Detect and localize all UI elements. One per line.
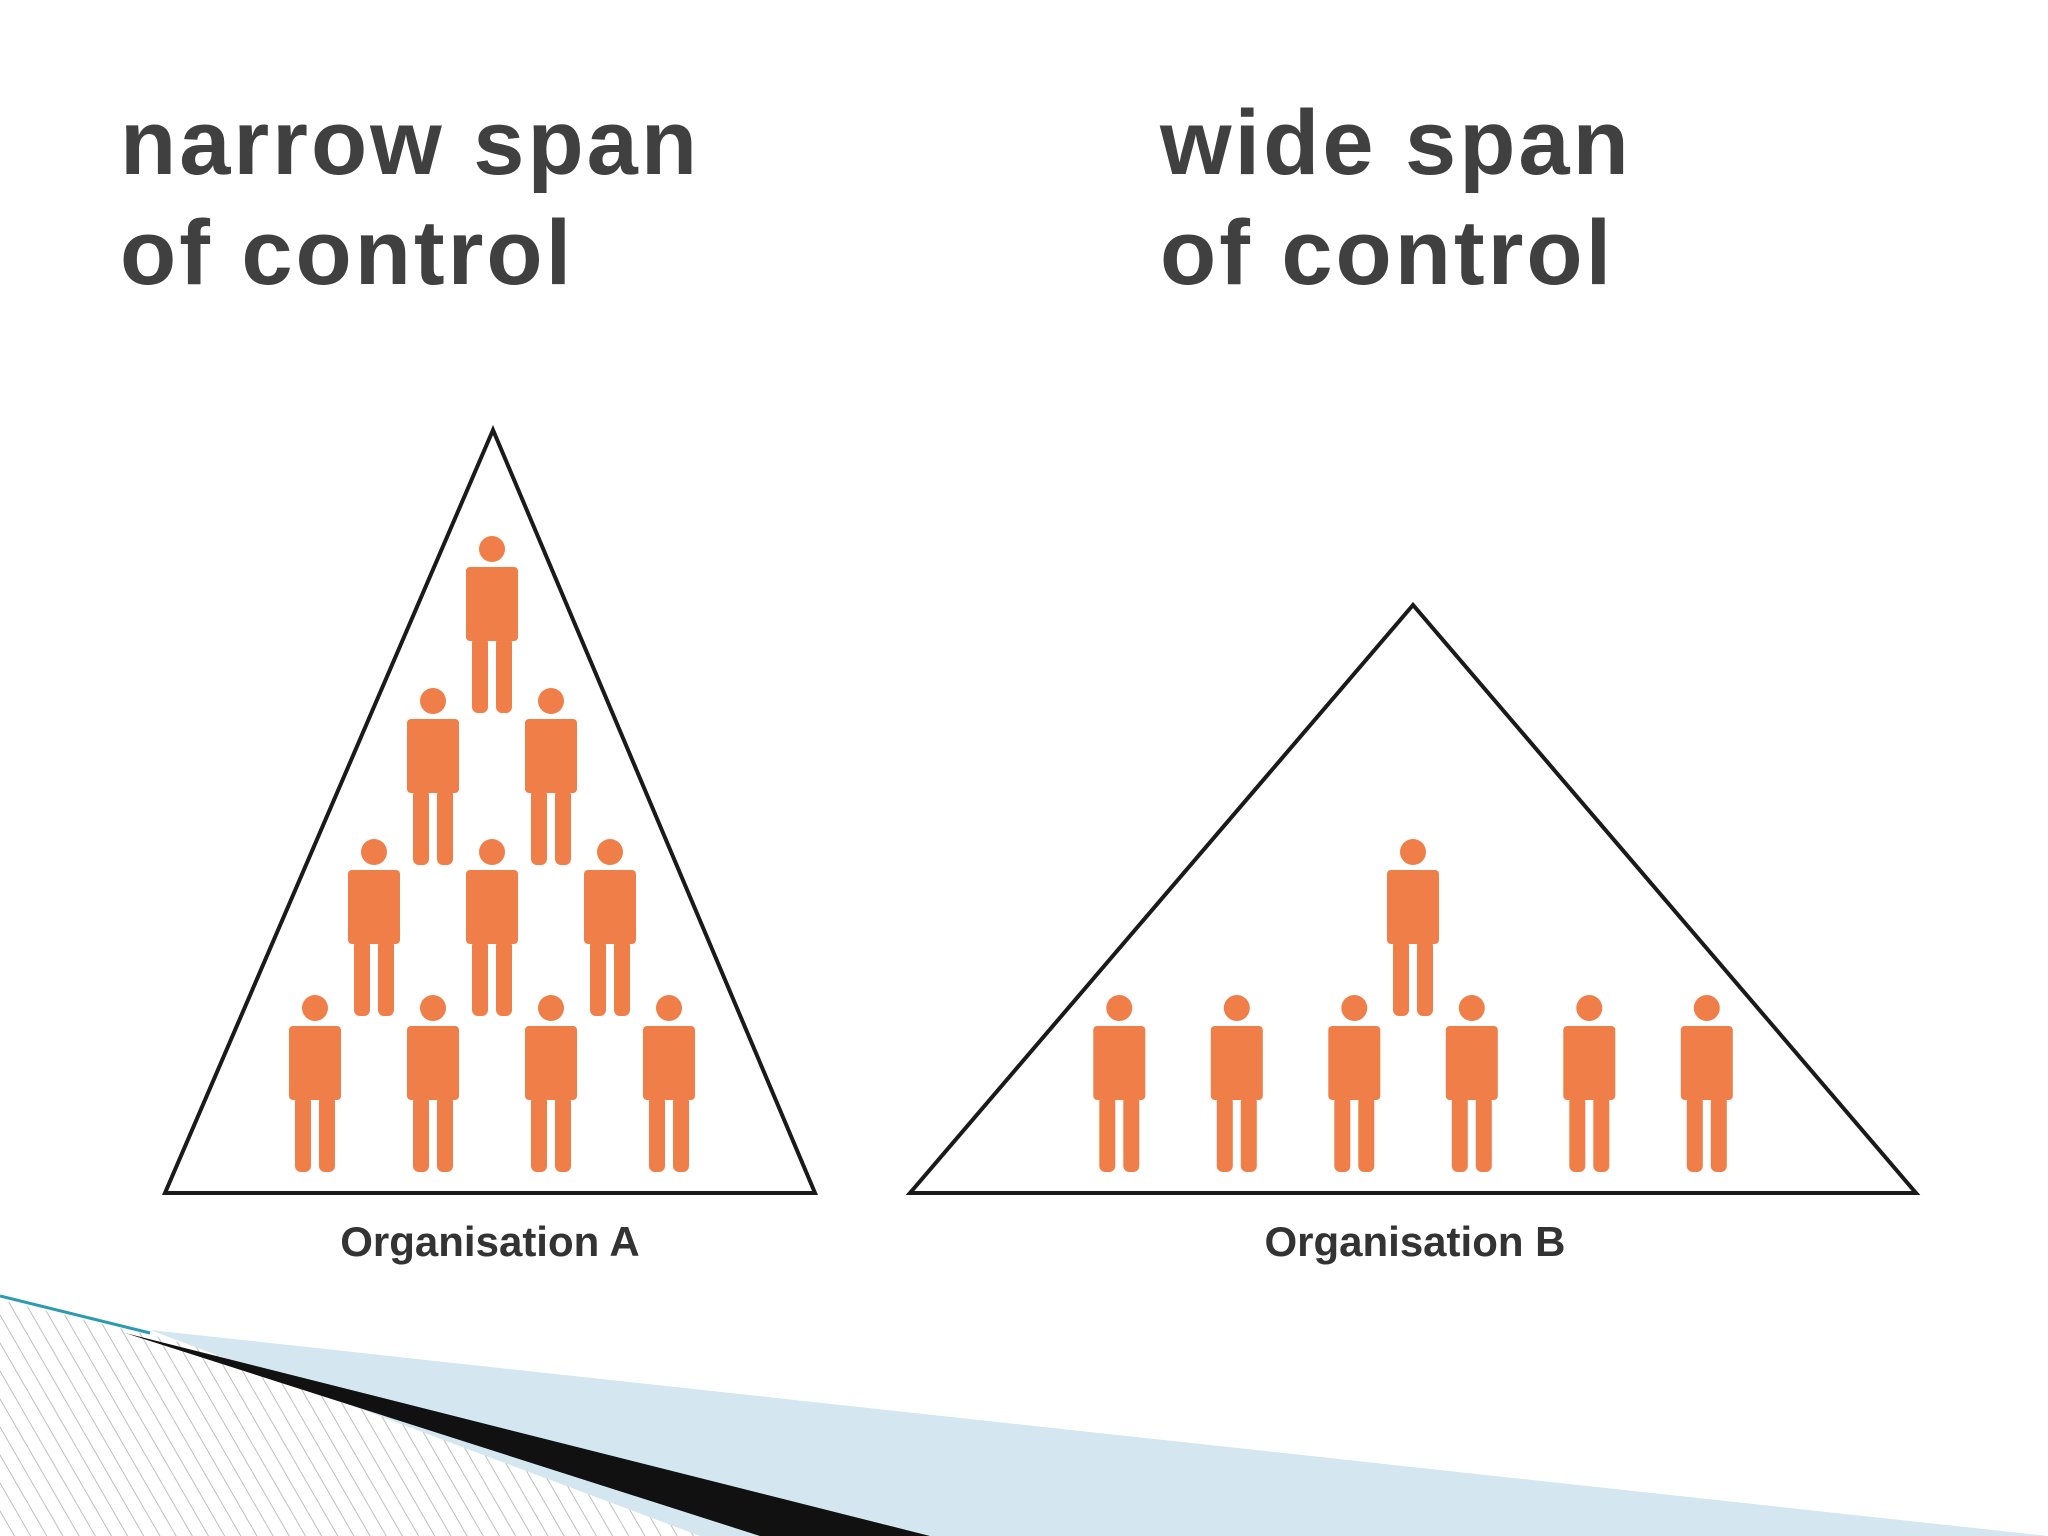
- person-icon: [1387, 839, 1439, 1016]
- organisation-a-pyramid: Organisation A: [161, 424, 819, 1265]
- person-icon: [466, 536, 518, 713]
- person-icon: [1680, 995, 1733, 1172]
- heading-narrow-line2: of control: [120, 202, 575, 304]
- heading-wide-line2: of control: [1160, 202, 1615, 304]
- people-group-b: [1093, 839, 1733, 1172]
- person-icon: [1328, 995, 1381, 1172]
- person-icon: [1093, 995, 1146, 1172]
- person-icon: [1445, 995, 1498, 1172]
- person-icon: [525, 688, 577, 865]
- person-icon: [348, 839, 400, 1016]
- person-icon: [466, 839, 518, 1016]
- organisation-a-label: Organisation A: [340, 1218, 639, 1265]
- organisation-b-pyramid: Organisation B: [905, 601, 1921, 1265]
- people-group-a: [289, 536, 695, 1172]
- triangle-outline-a: [161, 424, 819, 1195]
- heading-wide-span: wide span of control: [1160, 88, 1632, 308]
- person-icon: [407, 995, 459, 1172]
- person-icon: [1210, 995, 1263, 1172]
- heading-narrow-line1: narrow span: [120, 92, 701, 194]
- person-icon: [289, 995, 341, 1172]
- person-icon: [525, 995, 577, 1172]
- footer-dark-swoosh: [125, 1333, 930, 1536]
- person-icon: [584, 839, 636, 1016]
- person-icon: [643, 995, 695, 1172]
- footer-teal-line: [0, 1294, 151, 1335]
- heading-wide-line1: wide span: [1160, 92, 1632, 194]
- person-icon: [1563, 995, 1616, 1172]
- person-icon: [407, 688, 459, 865]
- organisation-b-label: Organisation B: [1264, 1218, 1565, 1265]
- triangle-outline-b: [905, 601, 1921, 1195]
- slide-footer-decoration: [0, 1294, 2048, 1536]
- heading-narrow-span: narrow span of control: [120, 88, 700, 308]
